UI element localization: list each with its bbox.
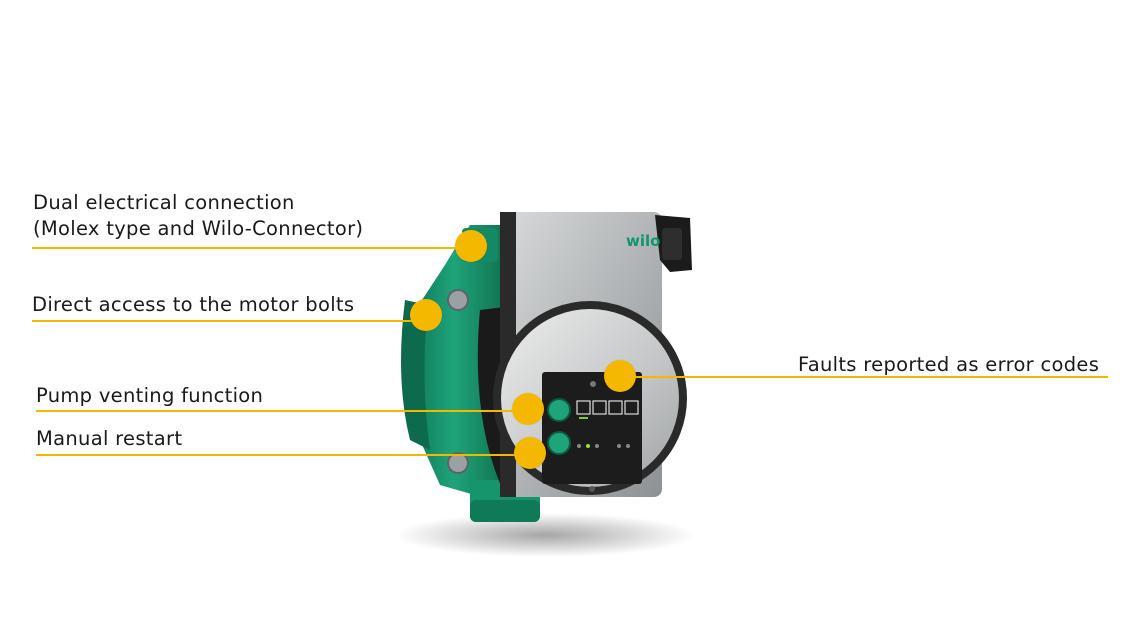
leader-line-restart [36,454,516,456]
callout-dot-restart [514,437,546,469]
callout-dot-dual-connection [455,230,487,262]
callout-faults: Faults reported as error codes [798,353,1100,376]
electronics-module: wilo [493,212,692,497]
callout-dual-connection: Dual electrical connection (Molex type a… [33,190,363,242]
callout-dual-connection-line2: (Molex type and Wilo-Connector) [33,217,364,240]
leader-line-venting [36,410,516,412]
callout-restart: Manual restart [36,427,183,450]
leader-line-motor-bolts [32,320,412,322]
callout-venting: Pump venting function [36,384,264,407]
brand-logo: wilo [626,232,660,250]
callout-dot-motor-bolts [410,299,442,331]
pump-body [401,225,540,522]
control-panel [542,372,642,484]
floor-shadow [395,513,695,557]
callout-dual-connection-line1: Dual electrical connection [33,191,295,214]
setting-button [547,431,571,455]
callout-motor-bolts: Direct access to the motor bolts [32,293,355,316]
leader-line-dual-connection [32,247,462,249]
mode-button [547,398,571,422]
callout-dot-faults [604,360,636,392]
callout-dot-venting [512,393,544,425]
leader-line-faults [634,376,1108,378]
